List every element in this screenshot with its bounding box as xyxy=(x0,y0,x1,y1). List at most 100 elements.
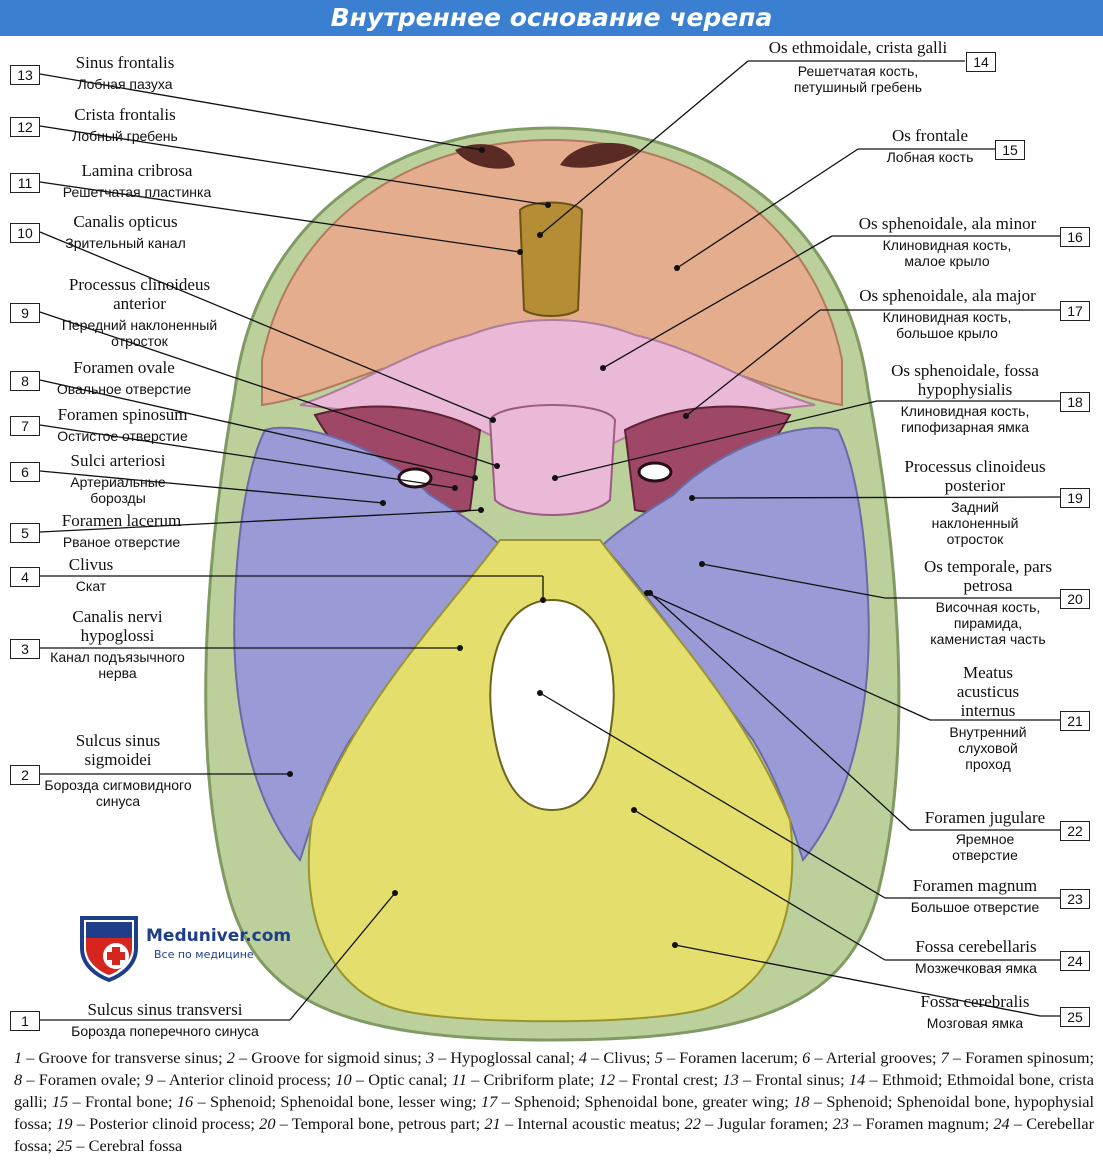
caption-number: 9 xyxy=(144,1070,154,1089)
label-5-russian: Рваное отверстие xyxy=(62,534,181,550)
caption-item: 7 – Foramen spinosum; xyxy=(941,1048,1094,1067)
label-25-russian: Мозговая ямка xyxy=(926,1015,1024,1031)
label-13-latin: Sinus frontalis xyxy=(75,53,175,72)
leader-lines xyxy=(39,60,1061,1021)
num-box-9: 9 xyxy=(10,303,40,323)
num-box-2: 2 xyxy=(10,765,40,785)
caption-number: 18 xyxy=(793,1092,810,1111)
label-18: Os sphenoidale, fossa hypophysialis Клин… xyxy=(880,361,1050,435)
caption-text: – Cerebral fossa xyxy=(72,1136,183,1155)
caption-item: 22 – Jugular foramen; xyxy=(685,1114,833,1133)
label-23-latin: Foramen magnum xyxy=(912,876,1038,895)
label-12-russian: Лобный гребень xyxy=(72,128,178,144)
caption-item: 19 – Posterior clinoid process; xyxy=(56,1114,259,1133)
caption-item: 12 – Frontal crest; xyxy=(599,1070,723,1089)
caption-text: – Internal acoustic meatus; xyxy=(500,1114,685,1133)
label-17: Os sphenoidale, ala major Клиновидная ко… xyxy=(840,286,1055,341)
caption-item: 9 – Anterior clinoid process; xyxy=(145,1070,335,1089)
caption-item: 1 – Groove for transverse sinus; xyxy=(14,1048,227,1067)
label-17-latin: Os sphenoidale, ala major xyxy=(859,286,1036,305)
caption-text: – Posterior clinoid process; xyxy=(72,1114,260,1133)
caption-text: – Foramen spinosum; xyxy=(948,1048,1095,1067)
label-22: Foramen jugulare Яремное отверстие xyxy=(910,808,1060,863)
figure-caption: 1 – Groove for transverse sinus; 2 – Gro… xyxy=(14,1047,1094,1157)
caption-number: 20 xyxy=(259,1114,276,1133)
caption-text: – Hypoglossal canal; xyxy=(434,1048,579,1067)
caption-number: 4 xyxy=(578,1048,588,1067)
caption-number: 21 xyxy=(484,1114,501,1133)
caption-text: – Frontal bone; xyxy=(68,1092,177,1111)
page-title: Внутреннее основание черепа xyxy=(0,0,1103,36)
caption-text: – Ethmoid; Ethmoidal bone, crista galli; xyxy=(14,1070,1095,1111)
meduniver-logo[interactable]: Meduniver.com Все по медицине xyxy=(78,912,292,983)
label-24-russian: Мозжечковая ямка xyxy=(915,960,1037,976)
caption-number: 8 xyxy=(14,1070,23,1089)
caption-item: 5 – Foramen lacerum; xyxy=(655,1048,803,1067)
label-4-russian: Скат xyxy=(75,578,107,594)
label-20: Os temporale, pars petrosa Височная кост… xyxy=(918,557,1058,647)
caption-text: – Optic canal; xyxy=(351,1070,452,1089)
caption-item: 4 – Clivus; xyxy=(579,1048,655,1067)
label-17-russian: Клиновидная кость, большое крыло xyxy=(882,309,1012,341)
logo-tagline: Все по медицине xyxy=(154,948,254,961)
caption-item: 2 – Groove for sigmoid sinus; xyxy=(227,1048,426,1067)
label-6: Sulci arteriosi Артериальные борозды xyxy=(48,451,188,506)
caption-number: 13 xyxy=(722,1070,739,1089)
label-9: Processus clinoideus anterior Передний н… xyxy=(42,275,237,349)
caption-item: 17 – Sphenoid; Sphenoidal bone, greater … xyxy=(481,1092,793,1111)
label-21-latin: Meatus acusticus internus xyxy=(956,663,1020,720)
logo-site-name: Meduniver.com xyxy=(146,926,292,946)
label-21-russian: Внутренний слуховой проход xyxy=(949,724,1027,772)
caption-number: 15 xyxy=(51,1092,69,1111)
label-16: Os sphenoidale, ala minor Клиновидная ко… xyxy=(840,214,1055,269)
label-24-latin: Fossa cerebellaris xyxy=(915,937,1037,956)
skull-base-illustration xyxy=(39,60,1061,1042)
caption-text: – Frontal crest; xyxy=(615,1070,723,1089)
caption-item: 15 – Frontal bone; xyxy=(52,1092,177,1111)
label-3-russian: Канал подъязычного нерва xyxy=(50,649,185,681)
caption-item: 14 – Ethmoid; Ethmoidal bone, crista gal… xyxy=(14,1070,1094,1111)
label-13: Sinus frontalis Лобная пазуха xyxy=(55,53,195,92)
caption-item: 10 – Optic canal; xyxy=(335,1070,451,1089)
label-18-russian: Клиновидная кость, гипофизарная ямка xyxy=(900,403,1030,435)
caption-item: 11 – Cribriform plate; xyxy=(452,1070,599,1089)
label-13-russian: Лобная пазуха xyxy=(77,76,173,92)
caption-number: 5 xyxy=(654,1048,663,1067)
label-19: Processus clinoideus posterior Задний на… xyxy=(880,457,1070,547)
num-box-23: 23 xyxy=(1060,889,1090,909)
caption-text: – Jugular foramen; xyxy=(700,1114,833,1133)
caption-number: 22 xyxy=(684,1114,701,1133)
num-box-6: 6 xyxy=(10,462,40,482)
label-10-russian: Зрительный канал xyxy=(65,235,186,251)
label-11-russian: Решетчатая пластинка xyxy=(62,184,212,200)
temporal-left xyxy=(233,426,502,863)
label-7: Foramen spinosum Остистое отверстие xyxy=(40,405,205,444)
label-25-latin: Fossa cerebralis xyxy=(920,992,1030,1011)
caption-item: 24 – Cerebellar fossa; xyxy=(14,1114,1094,1155)
label-11: Lamina cribrosa Решетчатая пластинка xyxy=(42,161,232,200)
num-box-20: 20 xyxy=(1060,589,1090,609)
label-15: Os frontale Лобная кость xyxy=(866,126,994,165)
label-16-latin: Os sphenoidale, ala minor xyxy=(858,214,1037,233)
caption-text: – Foramen lacerum; xyxy=(662,1048,803,1067)
caption-number: 2 xyxy=(226,1048,235,1067)
caption-text: – Foramen magnum; xyxy=(848,1114,994,1133)
label-14: Os ethmoidale, crista galli Решетчатая к… xyxy=(740,38,976,95)
label-15-russian: Лобная кость xyxy=(886,149,974,165)
shield-icon xyxy=(80,916,138,983)
label-8-russian: Овальное отверстие xyxy=(56,381,192,397)
num-box-16: 16 xyxy=(1060,227,1090,247)
caption-number: 1 xyxy=(14,1048,23,1067)
num-box-12: 12 xyxy=(10,117,40,137)
label-16-russian: Клиновидная кость, малое крыло xyxy=(882,237,1012,269)
label-1-russian: Борозда поперечного синуса xyxy=(71,1023,259,1039)
label-10-latin: Canalis opticus xyxy=(73,212,178,231)
num-box-1: 1 xyxy=(10,1011,40,1031)
label-4-latin: Clivus xyxy=(68,555,114,574)
caption-number: 25 xyxy=(56,1136,73,1155)
sella-turcica xyxy=(488,404,617,516)
frontal-sinus xyxy=(455,144,515,169)
label-14-latin: Os ethmoidale, crista galli xyxy=(768,38,948,57)
caption-text: – Frontal sinus; xyxy=(738,1070,849,1089)
caption-number: 3 xyxy=(425,1048,435,1067)
